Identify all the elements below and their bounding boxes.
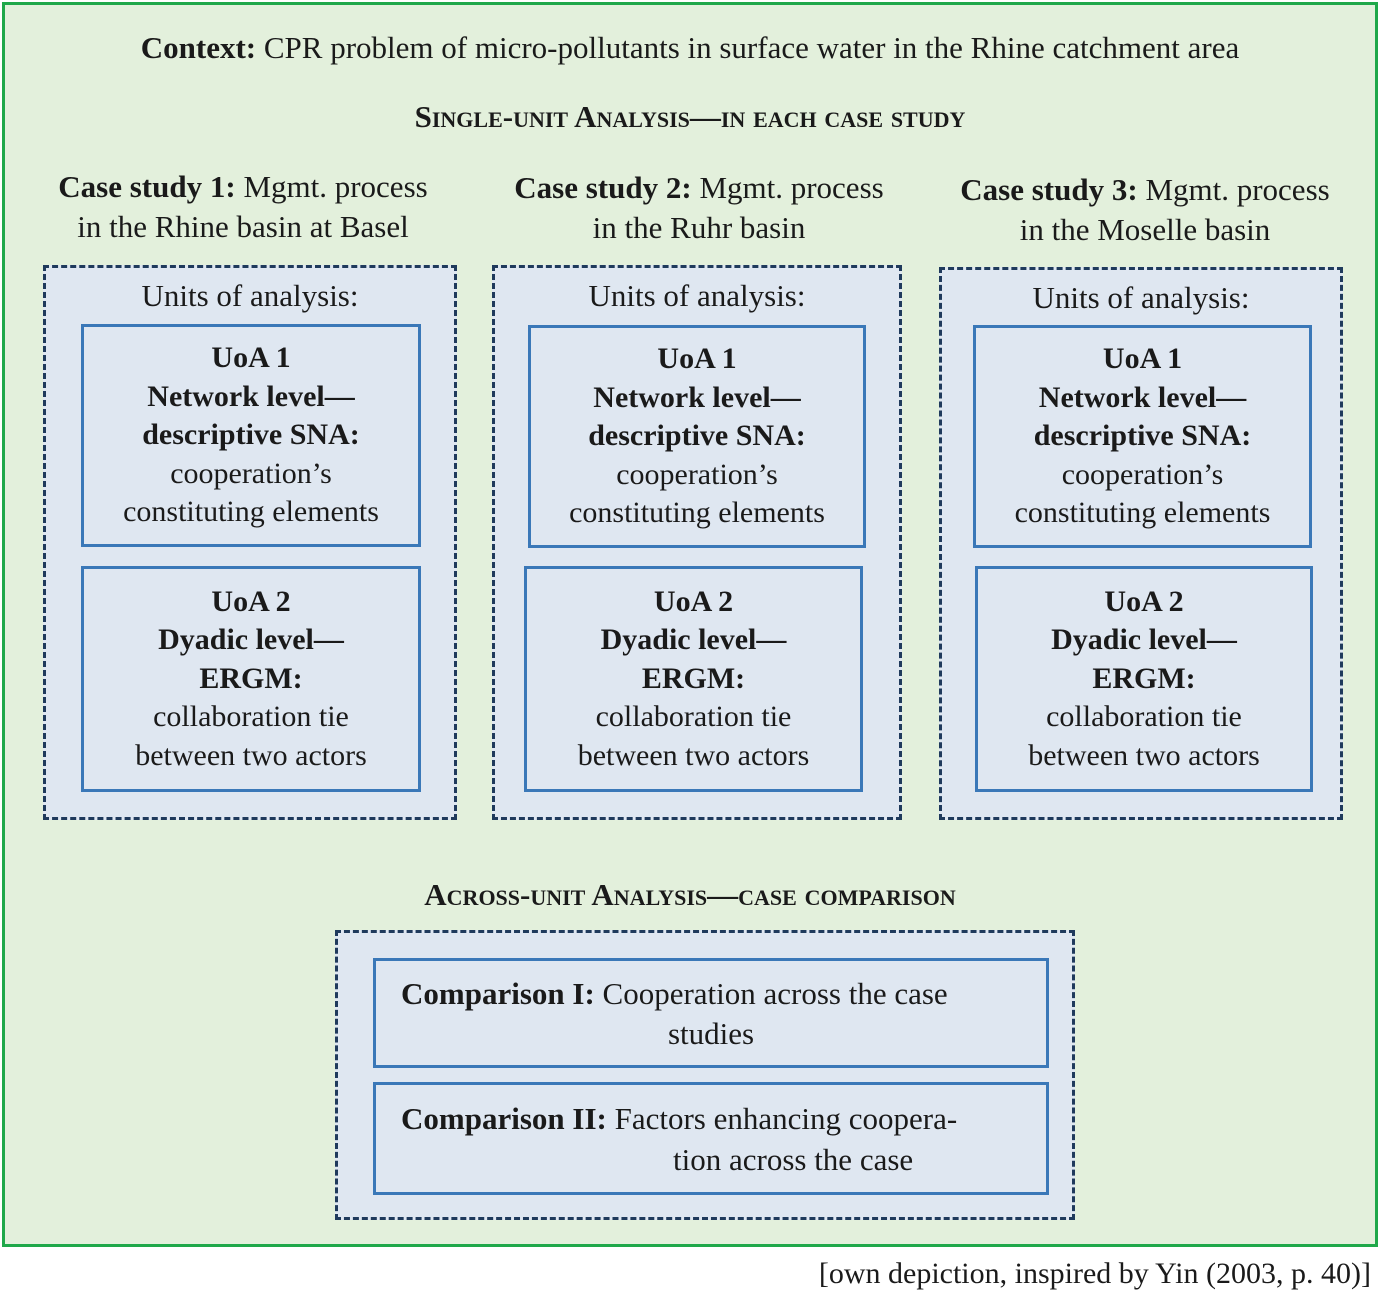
uoa-title: UoA 2 <box>211 584 291 618</box>
uoa-desc-2: between two actors <box>135 738 367 772</box>
uoa-desc-1: cooperation’s <box>1061 457 1224 491</box>
uoa-2-box: UoA 2 Dyadic level— ERGM: collaboration … <box>975 566 1313 792</box>
case-study-3-label: Case study 3: <box>960 172 1138 207</box>
case-study-1-subtitle: in the Rhine basin at Basel <box>77 209 409 244</box>
comparison-1-box: Comparison I: Cooperation across the cas… <box>373 958 1049 1068</box>
uoa-level: Dyadic level— <box>600 623 787 657</box>
case-study-3-title: Case study 3: Mgmt. process in the Mosel… <box>925 170 1365 250</box>
uoa-method: descriptive SNA: <box>588 419 806 453</box>
comparison-2-line-2: tion across the case <box>673 1142 914 1177</box>
uoa-2-box: UoA 2 Dyadic level— ERGM: collaboration … <box>81 566 421 792</box>
uoa-desc-2: constituting elements <box>569 496 825 530</box>
uoa-method: ERGM: <box>641 661 746 695</box>
uoa-title: UoA 2 <box>1104 584 1184 618</box>
uoa-desc-2: between two actors <box>577 738 810 772</box>
across-unit-heading: Across-unit Analysis—case comparison <box>424 877 956 912</box>
units-label: Units of analysis: <box>141 278 359 313</box>
case-study-3-units-box: Units of analysis: UoA 1 Network level— … <box>939 267 1343 820</box>
context-frame: Context: CPR problem of micro-pollutants… <box>2 2 1378 1247</box>
case-study-2-text: Mgmt. process <box>691 170 884 205</box>
comparison-1-line-2: studies <box>667 1016 755 1051</box>
case-study-1-title: Case study 1: Mgmt. process in the Rhine… <box>23 167 463 247</box>
uoa-desc-2: constituting elements <box>1014 496 1271 530</box>
uoa-level: Network level— <box>593 380 801 414</box>
uoa-title: UoA 1 <box>211 341 291 375</box>
units-label: Units of analysis: <box>1032 280 1250 315</box>
uoa-1-box: UoA 1 Network level— descriptive SNA: co… <box>81 324 421 547</box>
uoa-method: descriptive SNA: <box>142 418 360 452</box>
uoa-title: UoA 1 <box>1102 342 1183 376</box>
uoa-desc-1: cooperation’s <box>616 457 778 491</box>
comparison-2-line-1: Comparison II: Factors enhancing coopera… <box>401 1099 957 1139</box>
comparison-1-text: Cooperation across the case <box>594 976 948 1011</box>
uoa-desc-2: constituting elements <box>123 495 379 529</box>
uoa-1-box: UoA 1 Network level— descriptive SNA: co… <box>528 325 866 548</box>
case-study-2-title: Case study 2: Mgmt. process in the Ruhr … <box>479 168 919 248</box>
uoa-desc-1: collaboration tie <box>595 700 792 734</box>
single-unit-heading: Single-unit Analysis—in each case study <box>414 99 966 134</box>
uoa-desc-1: collaboration tie <box>1046 700 1242 734</box>
comparison-2-label: Comparison II: <box>401 1101 607 1136</box>
context-line: Context: CPR problem of micro-pollutants… <box>5 29 1375 67</box>
uoa-desc-2: between two actors <box>1028 738 1260 772</box>
case-study-1-units-box: Units of analysis: UoA 1 Network level— … <box>43 265 457 820</box>
uoa-title: UoA 1 <box>657 342 737 376</box>
uoa-method: ERGM: <box>1092 661 1196 695</box>
case-study-2-label: Case study 2: <box>514 170 692 205</box>
uoa-level: Network level— <box>1038 380 1247 414</box>
uoa-method: ERGM: <box>199 661 303 695</box>
context-label: Context: <box>140 30 257 65</box>
uoa-method: descriptive SNA: <box>1033 419 1252 453</box>
case-study-3-text: Mgmt. process <box>1137 172 1330 207</box>
uoa-level: Network level— <box>147 379 355 413</box>
comparison-2-box: Comparison II: Factors enhancing coopera… <box>373 1082 1049 1195</box>
uoa-level: Dyadic level— <box>158 623 344 657</box>
case-study-1-label: Case study 1: <box>58 169 236 204</box>
uoa-1-box: UoA 1 Network level— descriptive SNA: co… <box>973 325 1312 548</box>
uoa-desc-1: cooperation’s <box>170 456 332 490</box>
uoa-level: Dyadic level— <box>1051 623 1237 657</box>
comparison-group-box: Comparison I: Cooperation across the cas… <box>335 930 1075 1220</box>
case-study-2-subtitle: in the Ruhr basin <box>592 210 806 245</box>
units-label: Units of analysis: <box>588 278 806 313</box>
context-text: CPR problem of micro-pollutants in surfa… <box>256 30 1240 65</box>
uoa-title: UoA 2 <box>653 584 734 618</box>
uoa-2-box: UoA 2 Dyadic level— ERGM: collaboration … <box>524 566 863 792</box>
source-caption: [own depiction, inspired by Yin (2003, p… <box>818 1257 1371 1290</box>
case-study-1-text: Mgmt. process <box>235 169 428 204</box>
comparison-1-line-1: Comparison I: Cooperation across the cas… <box>401 974 948 1014</box>
comparison-2-text: Factors enhancing coopera- <box>606 1101 958 1136</box>
comparison-1-label: Comparison I: <box>401 976 595 1011</box>
case-study-3-subtitle: in the Moselle basin <box>1019 212 1271 247</box>
case-study-2-units-box: Units of analysis: UoA 1 Network level— … <box>492 265 902 820</box>
uoa-desc-1: collaboration tie <box>153 700 349 734</box>
